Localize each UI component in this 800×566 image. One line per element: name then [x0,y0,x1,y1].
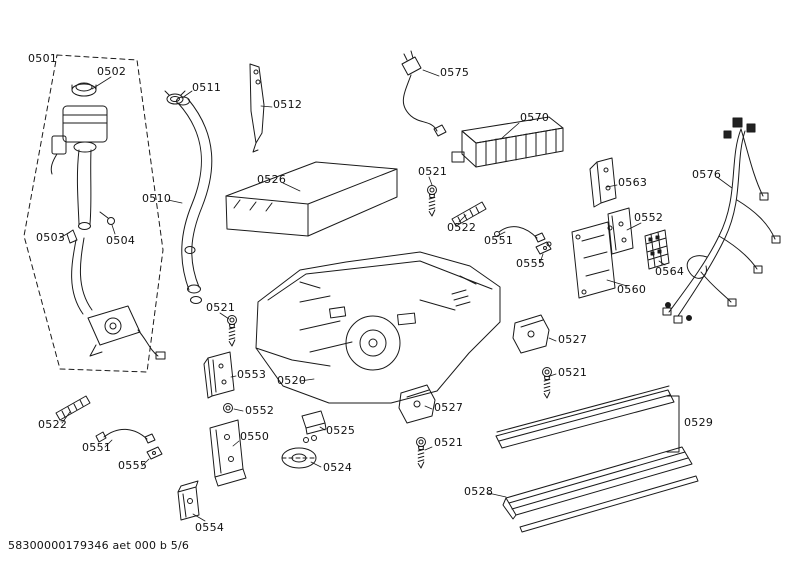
part-0555-clip-1 [535,241,552,255]
assembly-boundary-0501 [23,54,164,373]
part-0527-foot-2 [398,384,436,424]
part-0575-cable [401,50,447,137]
part-0503-fitting [66,229,93,315]
part-0526-base-cover [225,161,398,237]
part-0555-clip-2 [146,446,163,460]
part-0576-wiring-harness [662,117,781,324]
leader-lines [59,69,733,522]
part-flow-sensor [87,305,166,360]
part-0552-bracket [607,207,634,255]
part-0510-drain-hose [176,96,213,304]
part-aquastop-valve-body [50,105,108,230]
part-0560-mounting-plate [571,221,616,299]
part-0551-cable-2 [95,428,156,444]
part-0522-damper-1 [451,201,487,227]
part-0551-cable-1 [494,226,552,247]
part-0563-bracket [589,157,617,208]
part-0512-bracket [249,63,265,153]
part-0511-hose-clamp [164,90,186,105]
part-0554-bracket [177,480,200,521]
part-0521-screw-4 [416,437,426,469]
part-0525-box [301,410,327,443]
document-code: 58300000179346 aet 000 b 5/6 [8,539,190,552]
part-0520-base-assembly [255,251,501,404]
part-0504-fitting [99,211,115,225]
part-0502-cap [71,82,97,97]
part-0524-disc [281,447,317,469]
part-0570-control-module [451,116,564,168]
part-0529-trim-rail [495,385,675,449]
part-0527-foot-1 [512,314,550,354]
part-0552-grommet [223,403,233,413]
part-0553-bracket [203,351,235,399]
part-0522-damper-2 [55,395,91,421]
part-0521-screw-3 [542,367,552,399]
part-0521-screw-1 [427,185,437,217]
part-0528-plinth-panel [502,446,699,533]
part-0564-terminal-block [644,229,670,270]
part-0550-bracket [209,419,247,487]
part-0521-screw-2 [227,315,237,347]
callout-bracket-0529 [666,395,680,453]
